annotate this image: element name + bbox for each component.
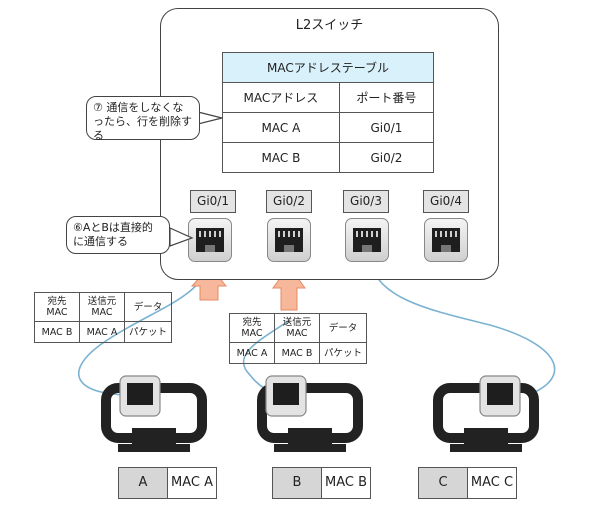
frame-value-src-mac: MAC A — [79, 321, 125, 343]
frame-value-data: パケット — [124, 321, 172, 343]
mac-table-cell: Gi0/1 — [338, 112, 435, 143]
cable-c — [369, 261, 556, 393]
ethernet-port-icon — [188, 218, 232, 262]
frame-a-to-b: 宛先 MAC 送信元 MAC データ MAC B MAC A パケット — [34, 292, 172, 343]
frame-value-data: パケット — [319, 342, 367, 364]
frame-header-dst-mac: 宛先 MAC — [34, 292, 80, 322]
callout-direct-comm: ⑥AとBは直接的に通信する — [66, 216, 170, 254]
host-c-mac: MAC C — [467, 467, 517, 499]
mac-address-table: MACアドレステーブル MACアドレス ポート番号 MAC A Gi0/1 MA… — [222, 52, 435, 173]
callout-pointer-6 — [169, 227, 194, 247]
computer-b-icon — [257, 375, 363, 452]
host-c-name: C — [418, 467, 468, 499]
upload-arrow-a — [190, 265, 228, 301]
frame-value-dst-mac: MAC B — [34, 321, 80, 343]
ethernet-port-icon — [267, 218, 311, 262]
mac-table-cell: Gi0/2 — [338, 142, 435, 173]
mac-table-caption: MACアドレステーブル — [222, 52, 434, 83]
frame-value-dst-mac: MAC A — [229, 342, 275, 364]
frame-header-data: データ — [319, 313, 367, 343]
ethernet-port-icon — [424, 218, 468, 262]
port-label-gi0-1: Gi0/1 — [190, 190, 236, 213]
host-b-mac: MAC B — [321, 467, 371, 499]
switch-title: L2スイッチ — [295, 18, 364, 33]
mac-table-header-port: ポート番号 — [338, 82, 435, 113]
frame-header-src-mac: 送信元 MAC — [274, 313, 320, 343]
host-a-name: A — [118, 467, 168, 499]
cable-a — [78, 261, 211, 396]
mac-table-cell: MAC A — [222, 112, 340, 143]
frame-header-dst-mac: 宛先 MAC — [229, 313, 275, 343]
computer-c-icon — [433, 375, 539, 452]
callout-delete-entry: ⑦ 通信をしなくなったら、行を削除する — [86, 96, 200, 142]
mac-table-header-mac: MACアドレス — [222, 82, 340, 113]
host-b-name: B — [272, 467, 322, 499]
host-a-mac: MAC A — [167, 467, 217, 499]
mac-table-row: MAC B Gi0/2 — [222, 142, 435, 173]
computer-a-icon — [101, 375, 207, 452]
port-label-gi0-4: Gi0/4 — [423, 190, 469, 213]
mac-table-row: MAC A Gi0/1 — [222, 112, 435, 143]
frame-header-src-mac: 送信元 MAC — [79, 292, 125, 322]
port-label-gi0-2: Gi0/2 — [266, 190, 312, 213]
mac-table-cell: MAC B — [222, 142, 340, 173]
ethernet-port-icon — [345, 218, 389, 262]
frame-b-to-a: 宛先 MAC 送信元 MAC データ MAC A MAC B パケット — [229, 313, 367, 364]
frame-value-src-mac: MAC B — [274, 342, 320, 364]
port-label-gi0-3: Gi0/3 — [343, 190, 389, 213]
frame-header-data: データ — [124, 292, 172, 322]
